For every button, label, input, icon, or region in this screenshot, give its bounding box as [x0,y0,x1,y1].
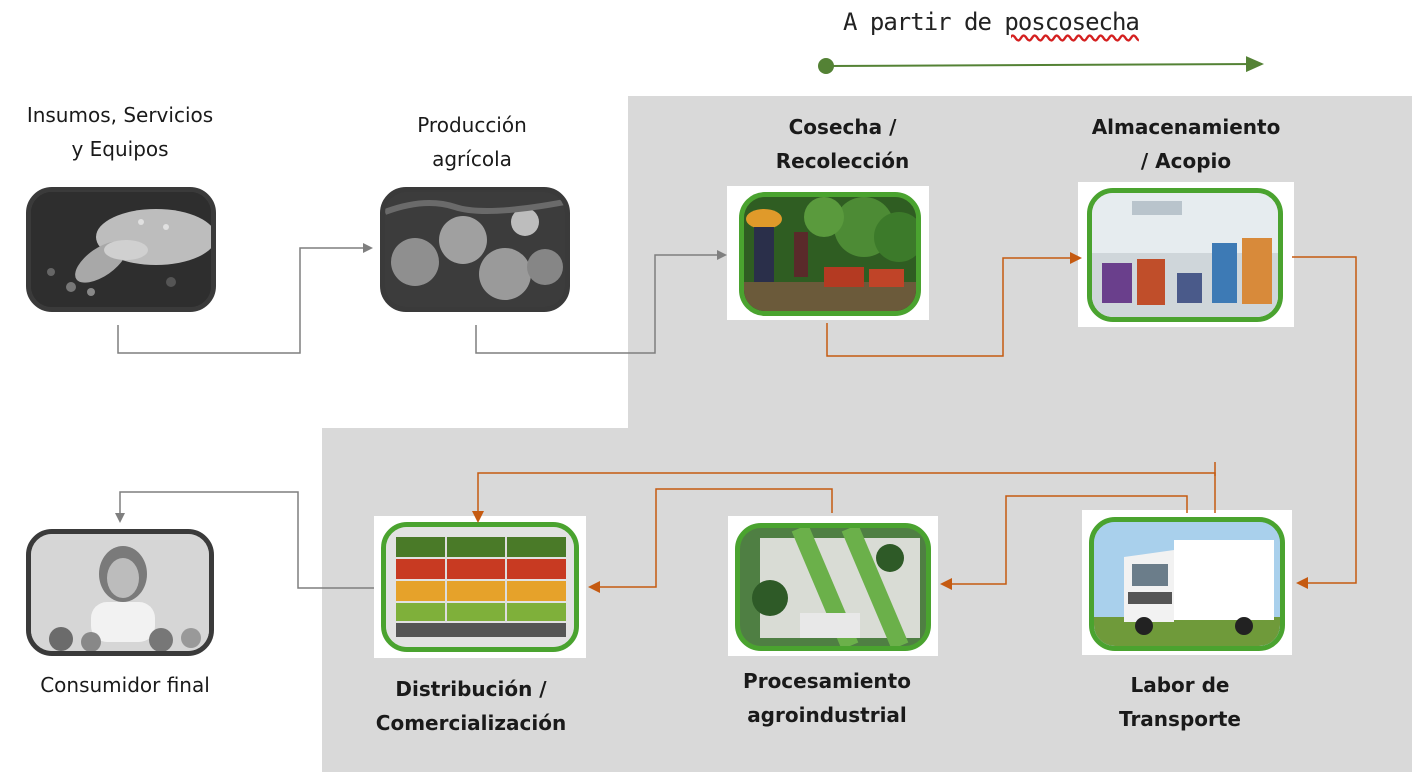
node-label-insumos-line2: y Equipos [71,137,169,161]
node-label-procesamiento: Procesamiento agroindustrial [712,664,942,732]
arrow-insumos-to-produccion [117,243,373,354]
harvest-workers-icon [739,192,921,316]
arrow-procesamiento-to-distribucion [588,488,833,593]
postharvest-title-keyword: poscosecha [1004,8,1139,36]
node-label-transporte-line2: Transporte [1119,707,1241,731]
node-label-distribucion-line1: Distribución / [395,677,547,701]
node-label-cosecha-line1: Cosecha / [788,115,897,139]
postharvest-title: A partir de poscosecha [843,8,1140,36]
cold-storage-icon [1087,188,1283,322]
node-label-almacenamiento-line1: Almacenamiento [1091,115,1281,139]
node-label-distribucion-line2: Comercialización [375,711,567,735]
produce-shelf-icon [381,522,579,652]
timeline-start-dot [818,58,834,74]
node-label-almacenamiento: Almacenamiento / Acopio [1066,110,1306,178]
seeds-in-hand-icon [26,187,216,312]
conveyor-line-icon [735,523,931,651]
node-label-cosecha: Cosecha / Recolección [735,110,950,178]
arrow-transporte-to-distribucion [472,472,1216,523]
postharvest-title-prefix: A partir de [843,8,1005,36]
arrow-cosecha-to-almacenamiento [826,252,1082,357]
node-label-procesamiento-line2: agroindustrial [747,703,907,727]
node-label-transporte-line1: Labor de [1130,673,1230,697]
node-label-transporte: Labor de Transporte [1080,668,1280,736]
consumer-woman-icon [26,529,214,656]
node-label-produccion-line1: Producción [417,113,527,137]
node-label-insumos-line1: Insumos, Servicios [26,103,214,127]
arrow-almacenamiento-to-transporte [1292,256,1357,589]
node-label-produccion-line2: agrícola [432,147,512,171]
node-label-almacenamiento-line2: / Acopio [1140,149,1232,173]
node-label-cosecha-line2: Recolección [775,149,910,173]
arrow-distribucion-to-consumidor [115,491,374,589]
node-label-procesamiento-line1: Procesamiento [743,669,911,693]
truck-icon [1089,517,1285,651]
node-label-insumos: Insumos, Servicios y Equipos [2,98,238,166]
poscosecha-timeline-arrow [818,56,1264,74]
arrow-produccion-to-cosecha [475,250,727,354]
arrow-transporte-to-procesamiento [940,495,1188,590]
node-label-produccion: Producción agrícola [372,108,572,176]
fruit-on-tree-icon [380,187,570,312]
node-label-distribucion: Distribución / Comercialización [350,672,592,740]
node-label-consumidor-line1: Consumidor final [40,673,210,697]
node-label-consumidor: Consumidor final [10,668,240,702]
